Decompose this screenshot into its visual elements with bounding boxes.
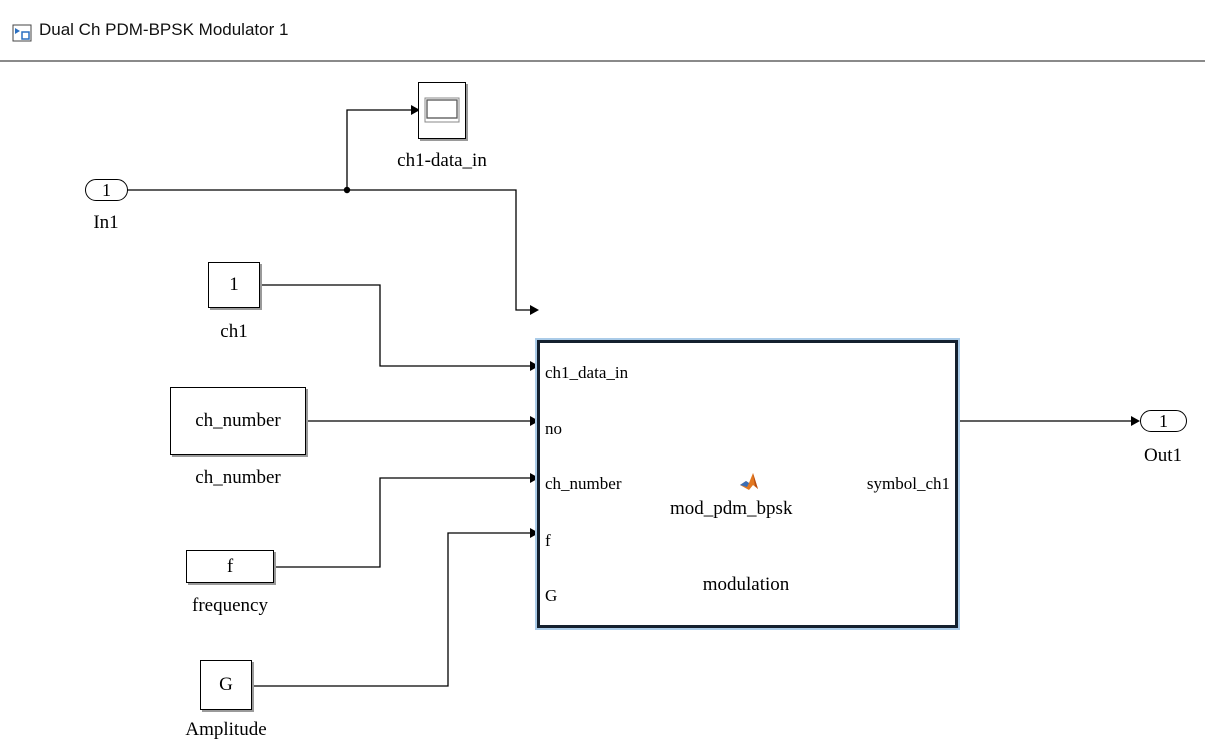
scope-label[interactable]: ch1-data_in [397, 150, 487, 171]
frequency-label[interactable]: frequency [192, 595, 268, 616]
diagram-canvas[interactable]: 1 In1 ch1-data_in 1 ch1 ch_number ch_num… [0, 62, 1205, 747]
ch1-constant-block[interactable]: 1 [208, 262, 260, 308]
output-port-symbol-ch1: symbol_ch1 [866, 474, 950, 493]
out1-outport-block[interactable]: 1 [1140, 410, 1187, 432]
in1-port-number: 1 [102, 179, 111, 200]
ch1-constant-value: 1 [229, 274, 239, 295]
amplitude-constant-value: G [219, 674, 233, 695]
amplitude-constant-block[interactable]: G [200, 660, 252, 710]
frequency-constant-value: f [226, 555, 234, 577]
model-title-bar: Dual Ch PDM-BPSK Modulator 1 [0, 0, 1205, 62]
ch-number-constant-value: ch_number [195, 410, 281, 431]
in1-inport-block[interactable]: 1 [85, 179, 128, 201]
subsystem-icon [12, 24, 32, 42]
breadcrumb-model-name[interactable]: Dual Ch PDM-BPSK Modulator 1 [39, 20, 289, 39]
out1-port-number: 1 [1159, 410, 1168, 431]
function-name: mod_pdm_bpsk [670, 498, 793, 519]
ch-number-constant-block[interactable]: ch_number [170, 387, 306, 455]
input-port-ch1-data-in: ch1_data_in [545, 363, 629, 382]
ch-number-label[interactable]: ch_number [195, 467, 281, 488]
signal-lines [127, 105, 1140, 687]
scope-icon [424, 97, 460, 122]
scope-block[interactable] [418, 82, 466, 139]
input-port-g: G [545, 586, 558, 605]
input-port-f: f [545, 531, 551, 550]
modulation-label[interactable]: modulation [702, 574, 790, 595]
input-port-no: no [545, 419, 562, 438]
ch1-label[interactable]: ch1 [220, 321, 248, 342]
amplitude-label[interactable]: Amplitude [185, 719, 267, 740]
in1-label[interactable]: In1 [93, 212, 119, 233]
input-port-ch-number: ch_number [545, 474, 622, 493]
matlab-function-icon [740, 473, 758, 490]
frequency-constant-block[interactable]: f [186, 550, 274, 583]
modulation-function-block[interactable]: ch1_data_in no ch_number f G symbol_ch1 … [535, 338, 960, 630]
out1-label[interactable]: Out1 [1144, 445, 1182, 466]
